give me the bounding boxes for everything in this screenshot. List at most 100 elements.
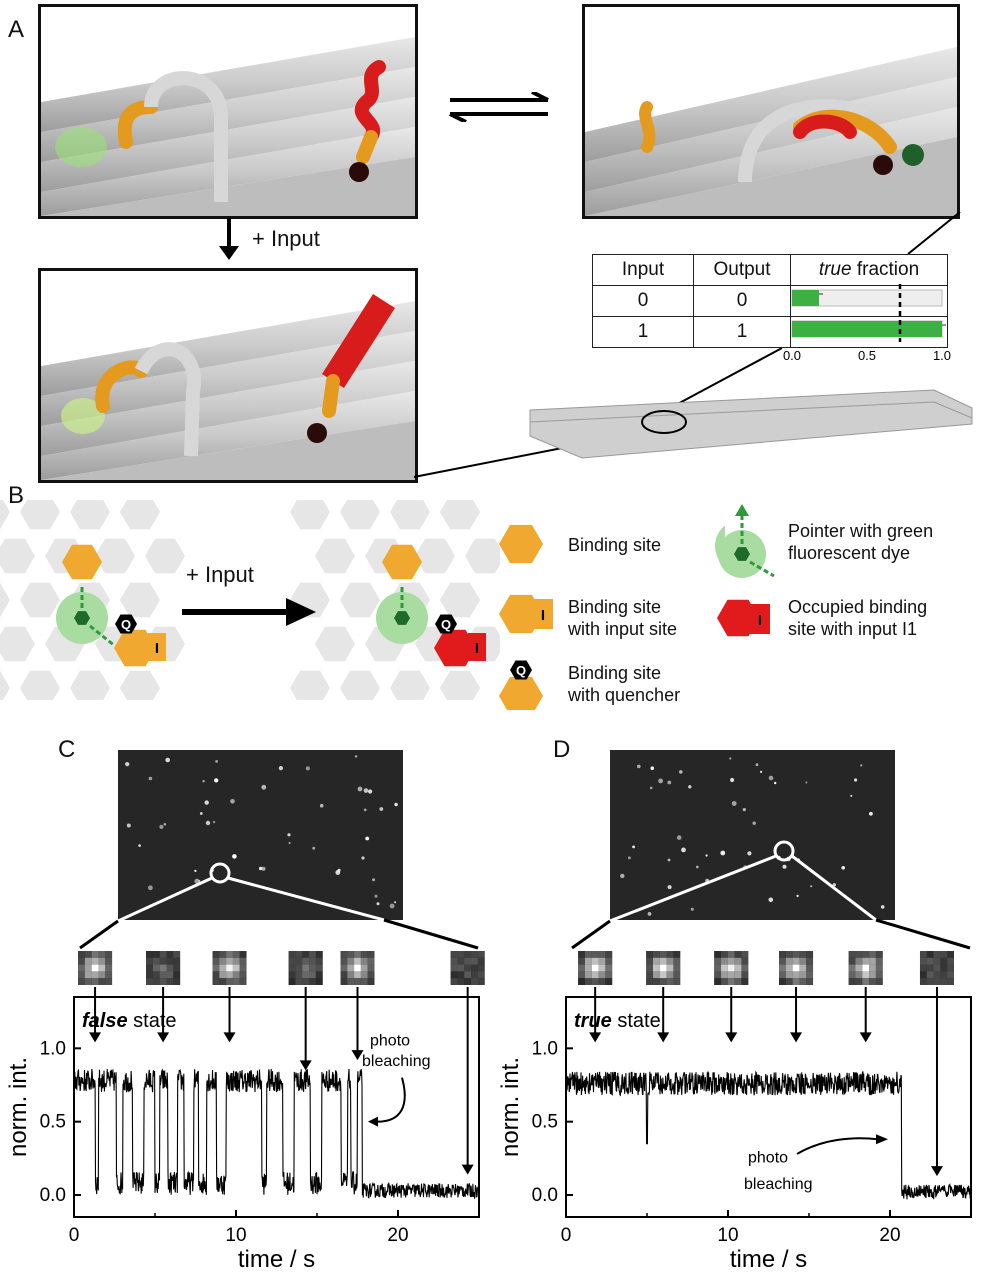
x-tick-label: 20 [879,1225,900,1246]
fluorescent-spot [394,901,397,904]
fluorescent-spot [213,820,216,824]
fluorescent-spot [774,781,777,785]
thumbnail-pixel [354,957,361,965]
thumbnail-pixel [792,964,800,972]
thumbnail-pixel [591,957,599,965]
reaction-arrowhead [286,598,316,626]
thumbnail-pixel [450,964,458,972]
thumbnail-pixel [646,951,653,958]
legend-pointer-arrowhead-up [735,504,749,516]
thumbnail-pixel [855,964,863,972]
thumbnail-pixel [578,971,585,979]
thumbnail-pixel [450,951,458,958]
thumbnail-pixel [226,957,233,965]
thumbnail-pixel [98,957,106,965]
thumbnail-pixel [302,978,310,985]
time-arrowhead [299,1060,312,1071]
fluorescent-spot [215,760,219,763]
pointer-arrow-down [89,624,116,648]
x-tick-label: 0 [561,1225,572,1246]
annotation-line2: bleaching [744,1176,813,1193]
fluorescent-spot [796,894,799,898]
thumbnail-pixel [464,964,472,972]
thumbnail-pixel [578,964,585,972]
thumbnail-pixel [926,951,934,958]
input-label: I [155,640,159,657]
fluorescent-spot [258,866,263,871]
thumbnail-pixel [926,957,934,965]
render-input-state [38,268,418,483]
annotation-arrowhead [876,1134,888,1145]
thumbnail-pixel [646,971,653,979]
thumbnail-pixel [173,978,181,985]
legend-input-line1: Binding site [568,597,662,617]
thumbnail-pixel [727,951,735,958]
lattice-hex [70,670,110,700]
thumbnail-pixel [360,978,368,985]
legend-input-tab-label: I [541,607,545,624]
x-tick-label: 10 [717,1225,738,1246]
thumbnail-pixel [347,964,355,972]
time-arrowhead [859,1032,872,1043]
fluorescent-spot [729,757,732,760]
thumbnail-pixel [734,951,742,958]
thumbnail-pixel [721,978,728,985]
fluorescent-spot [730,777,735,783]
lattice-hex [415,538,455,574]
fraction-tick-label: 0.5 [858,348,876,363]
thumbnail-pixel [727,971,735,979]
quencher-label: Q [121,617,131,632]
thumbnail-pixel [367,951,375,958]
thumbnail-pixel [457,978,465,985]
legend-icons-right: I [717,504,775,637]
zoom-line-left-black [571,919,611,950]
thumbnail-pixel [779,957,786,965]
thumbnail-pixel [855,978,863,985]
fluorescent-spot [389,903,395,909]
fluorescent-spot [148,885,153,891]
fluorescent-spot [354,755,358,758]
legend-quencher-site-icon [499,676,543,710]
time-arrowhead [351,1050,364,1061]
fluorescent-spot [394,802,398,807]
thumbnail-pixel [806,964,814,972]
fluorescent-spot [305,766,310,771]
thumbnail-pixel [926,978,934,985]
legend-binding-site-icon [499,524,543,564]
fluorescent-spot [667,885,672,890]
fluorescent-spot [287,833,291,837]
thumbnail-pixel [212,951,220,958]
thumbnail-pixel [792,951,800,958]
thumbnail-pixel [919,951,927,958]
thumbnail-pixel [779,964,786,972]
thumbnail-pixel [785,971,793,979]
thumbnail-pixel [799,951,807,958]
thumbnail-pixel [360,964,368,972]
legend-occupied-line2: site with input I1 [788,619,918,639]
thumbnail-pixel [947,971,954,979]
thumbnail-pixel [232,964,240,972]
lattice-hex [20,670,60,700]
thumbnail-pixel [84,964,92,972]
thumbnail-pixel [166,964,174,972]
thumbnail-pixel [212,978,220,985]
fluorescent-spot [138,844,141,847]
fluorescent-spot [165,757,170,763]
fluorescent-spot [869,811,873,816]
thumbnail-pixel [302,971,310,979]
thumbnail-pixel [799,957,807,965]
row0-output: 0 [693,285,791,317]
thumbnail-pixel [219,978,227,985]
thumbnail-pixel [653,951,660,958]
thumbnail-pixel [919,971,927,979]
plot-frame [565,996,972,1218]
thumbnail-pixel [288,978,296,985]
thumbnail-pixel [212,964,220,972]
fraction-bar [792,290,819,306]
lattice-hex [390,670,430,700]
legend-quencher-label: Q [516,663,526,678]
thumbnail-pixel [584,964,592,972]
thumbnail-pixel [166,978,174,985]
